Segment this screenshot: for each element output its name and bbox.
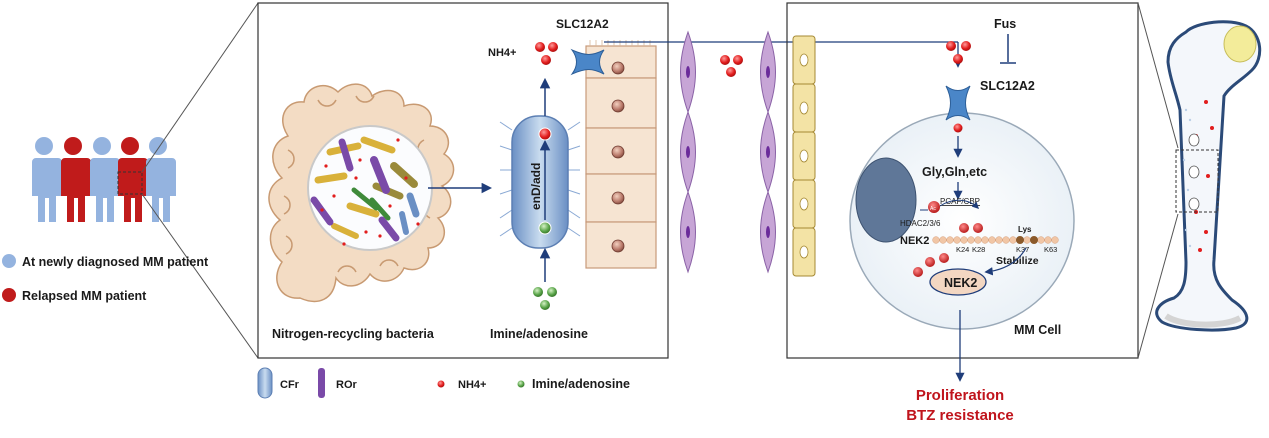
hdac-label: HDAC2/3/6 [900,219,941,228]
patient-group [30,137,176,222]
zoom-line [141,193,259,359]
legend-relapsed: Relapsed MM patient [22,289,147,303]
gut-region-marker [117,171,143,195]
lys-label: Lys [1018,225,1032,234]
patient-figure-red [116,137,148,222]
slc12a2-transporter-cell [945,85,971,121]
fus-inhibition [1000,34,1016,64]
legend-imine-icon [517,380,525,388]
patient-figure-red [59,137,91,222]
stabilize-label: Stabilize [996,255,1039,267]
mm-cell-label: MM Cell [1014,323,1061,337]
arrow-stabilize [984,247,1027,276]
zoom-line [1137,2,1179,149]
nek2-protein-label: NEK2 [944,276,977,290]
patient-legend: At newly diagnosed MM patient Relapsed M… [2,254,209,303]
zoom-line [1137,213,1179,359]
site-k37: K37 [1016,245,1029,254]
metabolites-label: Gly,Gln,etc [922,165,987,179]
legend-cfr-icon [257,367,273,399]
patient-figure-blue [88,137,120,222]
patient-figure-blue [30,137,62,222]
acetyl-sites [959,223,1038,244]
bacteria-magnifier [307,125,433,251]
nh4-molecules-blood [720,55,743,77]
patient-figure-blue [144,137,176,222]
legend-ror: ROr [336,379,358,391]
mm-cell-nucleus [855,157,917,243]
legend-nh4: NH4+ [458,379,486,391]
bone-marrow-stromal-cells [792,35,816,277]
legend-imine: Imine/adenosine [532,377,630,391]
endothelial-cells [680,30,776,274]
legend-newly-diagnosed: At newly diagnosed MM patient [22,255,209,269]
femur-bone [1155,20,1262,332]
fus-label: Fus [994,17,1016,31]
arrow-acetylation [939,199,979,209]
slc12a2-transporter-gut [570,48,605,76]
acetyl-group [928,201,940,213]
enzyme-label: enD/add [529,163,543,210]
cfr-bacterium: enD/add [499,115,581,249]
intestinal-epithelium [585,40,657,269]
nek2-protein [913,253,987,296]
slc12a2-label-cell: SLC12A2 [980,79,1035,93]
nh4-label: NH4+ [488,47,516,59]
nh4-molecules [535,42,558,65]
substrate-label: Imine/adenosine [490,327,588,341]
nh4-molecules-bm [946,41,971,64]
legend-cfr: CFr [280,379,300,391]
slc12a2-label-gut: SLC12A2 [556,17,609,31]
legend-dot-red [2,288,16,302]
site-k63: K63 [1044,245,1057,254]
outcome-btz-resistance: BTZ resistance [906,407,1014,424]
legend-dot-blue [2,254,16,268]
pcaf-cbp-label: PCAF/CBP [940,197,980,206]
outcome-proliferation: Proliferation [916,387,1004,404]
ac-text: Ac [930,206,936,212]
bacteria-label: Nitrogen-recycling bacteria [272,327,435,341]
bone-marrow-marker [1175,149,1219,213]
nh4-intracellular [953,123,963,133]
imine-adenosine-molecules [533,287,557,310]
nek2-chain-label: NEK2 [900,235,929,247]
nek2-residue-chain [932,236,1059,244]
legend-nh4-icon [437,380,445,388]
site-k24: K24 [956,245,969,254]
bottom-legend: CFr ROr NH4+ Imine/adenosine [257,367,630,399]
legend-ror-icon [318,368,325,398]
site-k28: K28 [972,245,985,254]
zoom-line [141,2,259,173]
mm-cell-panel-frame [786,2,1139,359]
